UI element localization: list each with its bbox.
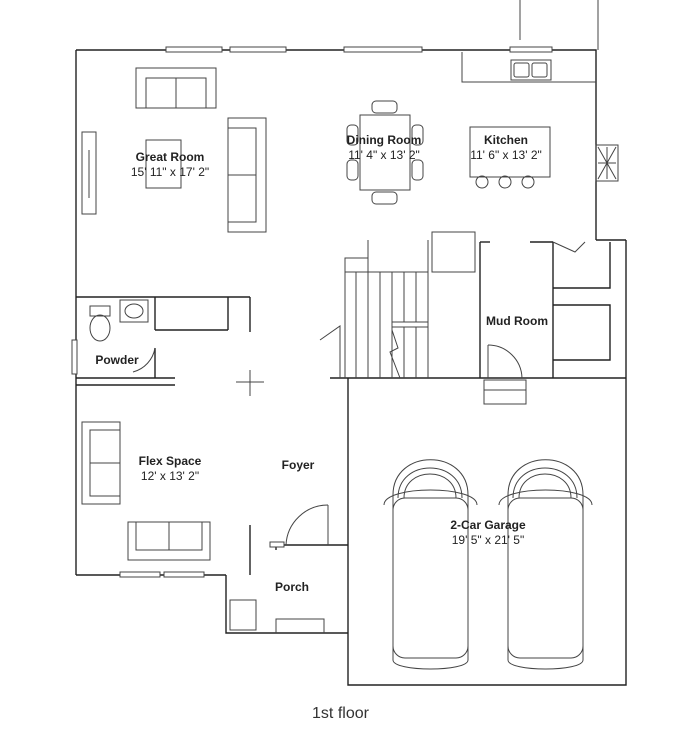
floor-title: 1st floor <box>312 705 369 722</box>
flex-furniture <box>81 421 211 561</box>
room-name: Kitchen <box>483 133 528 147</box>
room-label-flex-space: Flex Space 12' x 13' 2" <box>120 454 220 484</box>
room-dims: 15' 11" x 17' 2" <box>130 165 210 179</box>
room-name: Great Room <box>135 150 205 164</box>
room-name: Powder <box>95 353 139 367</box>
room-label-mud-room: Mud Room <box>476 314 558 329</box>
misc-lines <box>519 0 599 50</box>
room-name: Dining Room <box>346 133 422 147</box>
dining-table <box>346 100 424 205</box>
car-left <box>383 459 478 670</box>
porch-fixtures <box>229 599 325 633</box>
room-label-kitchen: Kitchen 11' 6" x 13' 2" <box>456 133 556 163</box>
room-label-garage: 2-Car Garage 19' 5" x 21' 5" <box>428 518 548 548</box>
room-name: Mud Room <box>486 314 548 328</box>
car-right <box>498 459 593 670</box>
room-dims: 11' 6" x 13' 2" <box>470 148 542 162</box>
room-name: Porch <box>274 580 309 594</box>
room-name: Foyer <box>281 458 315 472</box>
room-label-powder: Powder <box>86 353 148 368</box>
kitchen-counters <box>461 52 619 253</box>
great-room-furniture <box>81 67 267 233</box>
room-dims: 11' 4" x 13' 2" <box>348 148 420 162</box>
interior-walls <box>76 241 626 575</box>
powder-fixtures <box>89 299 149 342</box>
doors <box>132 344 527 548</box>
stairs <box>319 231 476 379</box>
room-label-porch: Porch <box>262 580 322 595</box>
room-dims: 19' 5" x 21' 5" <box>451 533 525 547</box>
room-name: 2-Car Garage <box>450 518 526 532</box>
room-label-dining-room: Dining Room 11' 4" x 13' 2" <box>334 133 434 163</box>
windows <box>71 46 553 578</box>
room-dims: 12' x 13' 2" <box>140 469 200 483</box>
room-label-great-room: Great Room 15' 11" x 17' 2" <box>120 150 220 180</box>
room-label-foyer: Foyer <box>268 458 328 473</box>
room-name: Flex Space <box>138 454 202 468</box>
